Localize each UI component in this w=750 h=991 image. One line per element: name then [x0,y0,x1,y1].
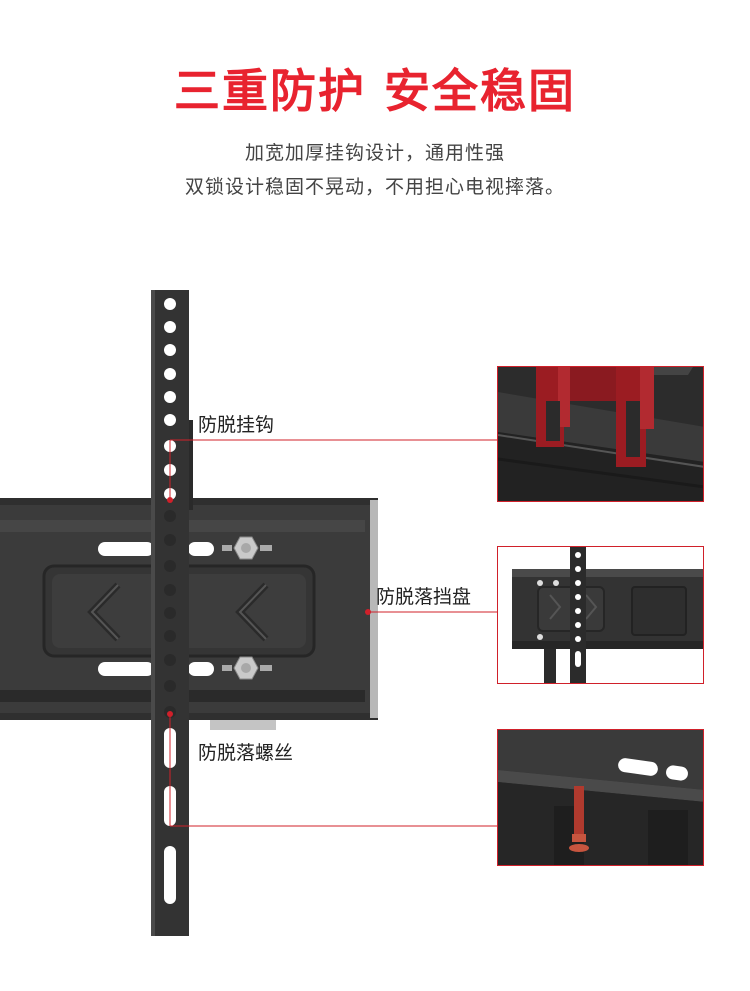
vertical-arm [151,290,193,936]
retainer-closeup-image [498,547,703,683]
inset-hook-closeup [497,366,704,502]
screw-closeup-image [498,730,703,865]
subtitle-line-1: 加宽加厚挂钩设计，通用性强 [244,142,505,164]
callout-label-screw: 防脱落螺丝 [198,742,294,764]
bolt-icon [222,536,272,560]
bolt-icon [222,656,272,680]
callout-label-hook: 防脱挂钩 [198,414,275,436]
inset-screw-closeup [497,729,704,866]
hook-closeup-image [498,367,703,501]
inset-retainer-closeup [497,546,704,684]
page-title: 三重防护 安全稳固 [173,64,576,118]
leader-lines [167,439,497,827]
subtitle-line-2: 双锁设计稳固不晃动，不用担心电视摔落。 [184,176,565,198]
callout-label-retainer: 防脱落挡盘 [376,586,472,608]
